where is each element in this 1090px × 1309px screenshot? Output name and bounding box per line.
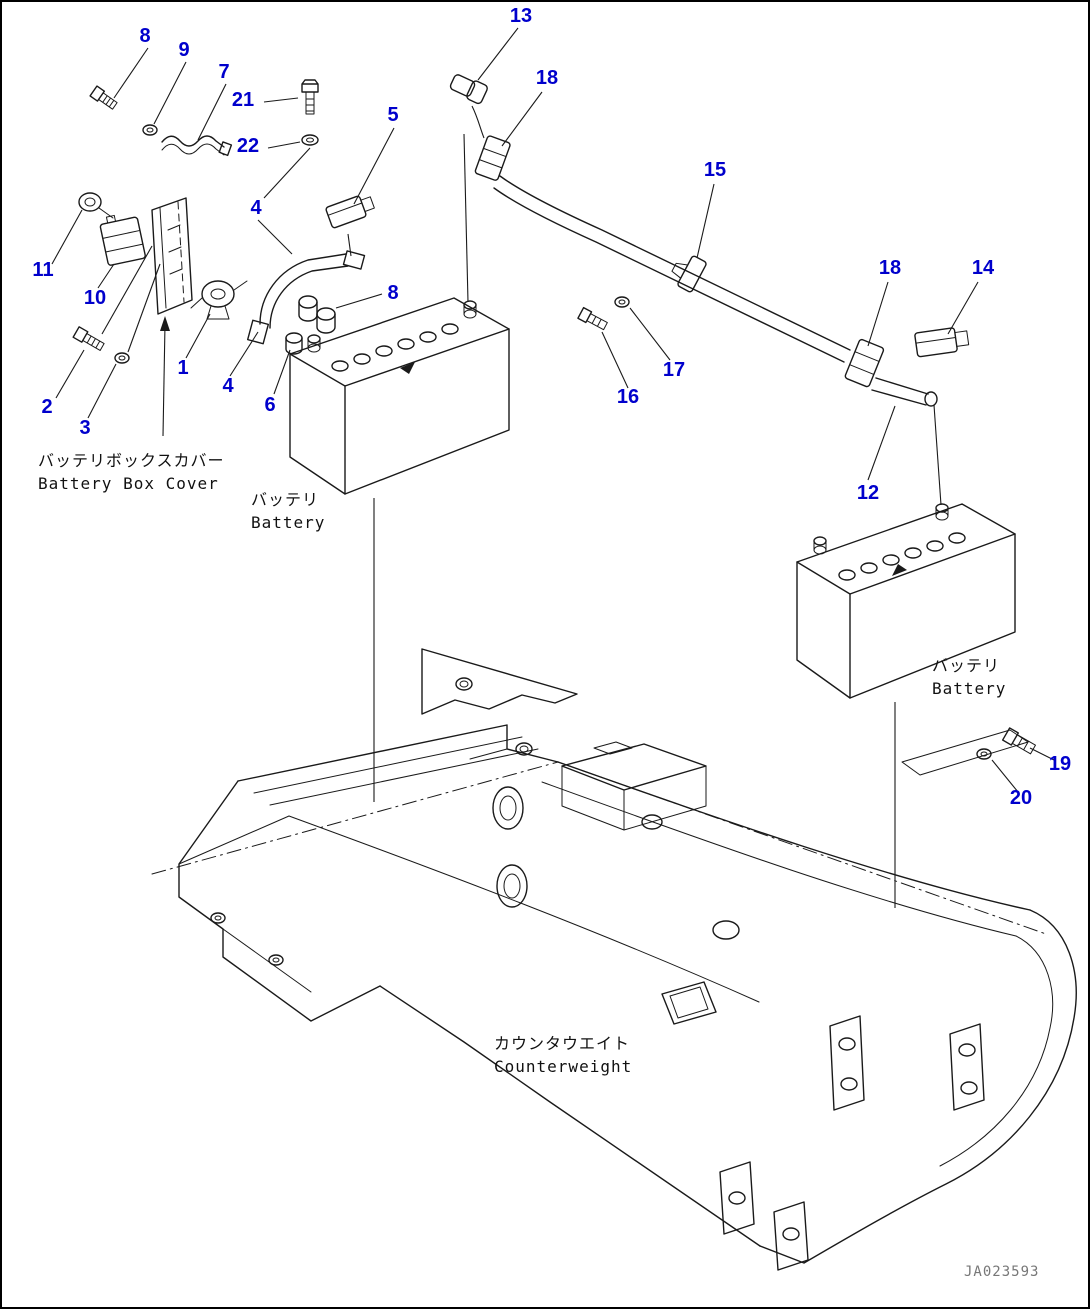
leader-lines	[51, 27, 1055, 793]
callout-1: 1	[177, 357, 189, 379]
counterweight-drawing	[151, 648, 1077, 1271]
callout-12: 12	[856, 482, 880, 504]
callout-22: 22	[236, 135, 260, 157]
callout-16: 16	[616, 386, 640, 408]
callout-10: 10	[83, 287, 107, 309]
callout-19: 19	[1048, 753, 1072, 775]
harness-drawing	[449, 74, 970, 506]
callout-11: 11	[32, 259, 54, 281]
callout-6: 6	[264, 394, 276, 416]
callout-4: 4	[250, 197, 262, 219]
fasteners-and-cover	[72, 79, 375, 364]
callout-14: 14	[971, 257, 995, 279]
callout-18: 18	[535, 67, 559, 89]
callout-8: 8	[139, 25, 151, 47]
callout-4: 4	[222, 375, 234, 397]
callout-9: 9	[178, 39, 190, 61]
callout-18: 18	[878, 257, 902, 279]
callout-3: 3	[79, 417, 91, 439]
callout-8: 8	[387, 282, 399, 304]
callout-21: 21	[231, 89, 255, 111]
callout-2: 2	[41, 396, 53, 418]
callout-7: 7	[218, 61, 230, 83]
battery-right-drawing	[796, 503, 1036, 908]
callout-15: 15	[703, 159, 727, 181]
battery-left-drawing	[289, 133, 510, 802]
callout-13: 13	[509, 5, 533, 27]
callout-20: 20	[1009, 787, 1033, 809]
callout-5: 5	[387, 104, 399, 126]
drawing-number: JA023593	[964, 1264, 1040, 1280]
callout-17: 17	[662, 359, 686, 381]
